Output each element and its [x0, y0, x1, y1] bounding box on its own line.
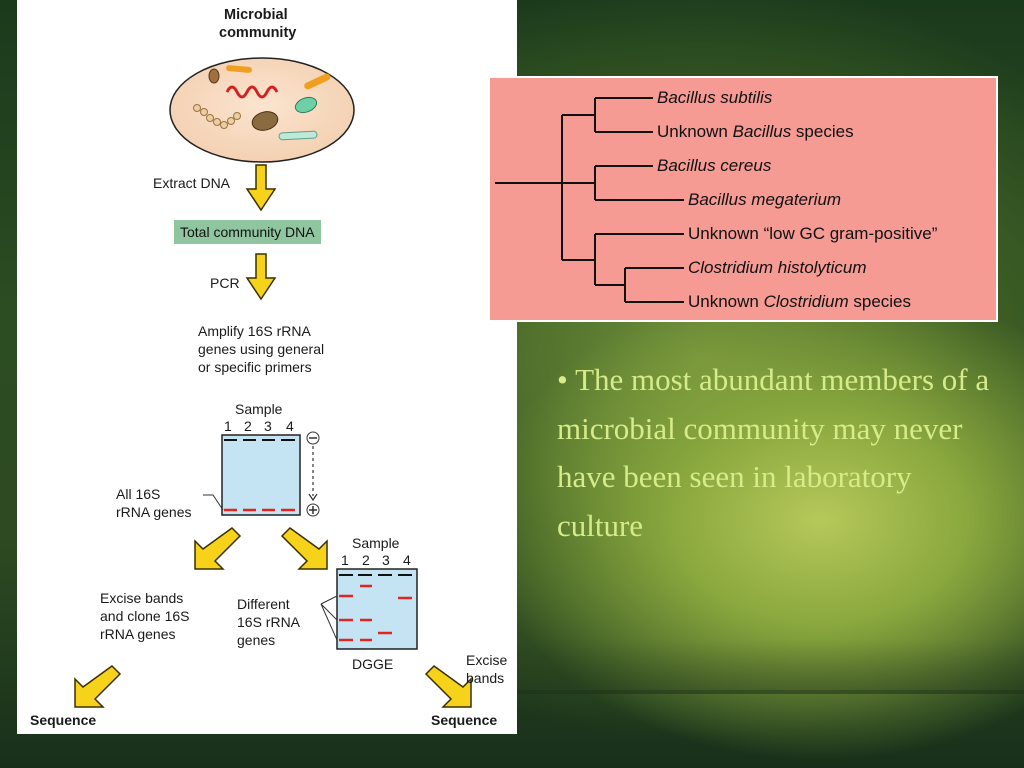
- excise-bands-line2: bands: [466, 670, 505, 686]
- amplify-line2: genes using general: [198, 341, 325, 357]
- diagram-graphics: [74, 57, 472, 708]
- gel2-lane-1: 1: [341, 552, 349, 568]
- excise-clone-line1: Excise bands: [100, 590, 184, 606]
- gel2-lane-2: 2: [362, 552, 370, 568]
- all16s-line1: All 16S: [116, 486, 161, 502]
- total-community-dna-box: Total community DNA: [174, 220, 321, 244]
- species-label-4: Bacillus megaterium: [688, 190, 842, 209]
- amplify-line3: or specific primers: [198, 359, 312, 375]
- species-label-5: Unknown “low GC gram-positive”: [688, 224, 938, 243]
- arrow-to-dgge: [280, 527, 328, 570]
- sequence-right-label: Sequence: [431, 712, 498, 728]
- gel1-sample-title: Sample: [235, 401, 283, 417]
- microbes-icon: [193, 65, 331, 141]
- gel-1: [221, 434, 301, 516]
- bullet-point: • The most abundant members of a microbi…: [557, 356, 997, 550]
- arrow-sequence-left: [74, 665, 122, 708]
- different-line1: Different: [237, 596, 290, 612]
- species-label-3: Bacillus cereus: [657, 156, 772, 175]
- excise-clone-line3: rRNA genes: [100, 626, 176, 642]
- background-band: [517, 640, 1024, 690]
- diagram-title-line1: Microbial: [224, 7, 288, 23]
- tree-branches: [495, 97, 684, 303]
- species-label-6: Clostridium histolyticum: [688, 258, 867, 277]
- all16s-line2: rRNA genes: [116, 504, 192, 520]
- sequence-left-label: Sequence: [30, 712, 97, 728]
- gel2-lane-4: 4: [403, 552, 411, 568]
- diagram-title-line2: community: [219, 25, 297, 41]
- background-line: [517, 690, 1024, 694]
- excise-clone-line2: and clone 16S: [100, 608, 190, 624]
- different-pointers: [320, 595, 338, 641]
- species-label-7: Unknown Clostridium species: [688, 292, 912, 311]
- different-line3: genes: [237, 632, 276, 648]
- bullet-marker: •: [557, 362, 568, 397]
- dgge-gel: [336, 568, 418, 650]
- species-label-1: Bacillus subtilis: [657, 88, 773, 107]
- gel2-sample-title: Sample: [352, 535, 400, 551]
- gel1-lane-3: 3: [264, 418, 272, 434]
- arrow-extract-dna: [245, 164, 277, 212]
- arrow-to-clone: [194, 527, 242, 570]
- workflow-diagram-panel: Microbial community: [17, 0, 517, 734]
- all16s-pointer: [203, 494, 224, 511]
- amplify-line1: Amplify 16S rRNA: [198, 323, 311, 339]
- different-line2: 16S rRNA: [237, 614, 301, 630]
- species-label-2: Unknown Bacillus species: [657, 122, 854, 141]
- bullet-text: The most abundant members of a microbial…: [557, 362, 990, 543]
- dgge-bands: [339, 584, 412, 642]
- arrow-pcr: [245, 253, 277, 301]
- excise-bands-line1: Excise: [466, 652, 508, 668]
- gel1-lane-4: 4: [286, 418, 294, 434]
- pcr-label: PCR: [210, 275, 240, 291]
- dgge-caption: DGGE: [352, 656, 394, 672]
- gel1-lane-1: 1: [224, 418, 232, 434]
- arrow-sequence-right: [424, 665, 472, 708]
- gel2-lane-3: 3: [382, 552, 390, 568]
- extract-dna-label: Extract DNA: [153, 175, 231, 191]
- gel1-lane-2: 2: [244, 418, 252, 434]
- phylogenetic-tree-panel: Bacillus subtilis Unknown Bacillus speci…: [488, 76, 998, 322]
